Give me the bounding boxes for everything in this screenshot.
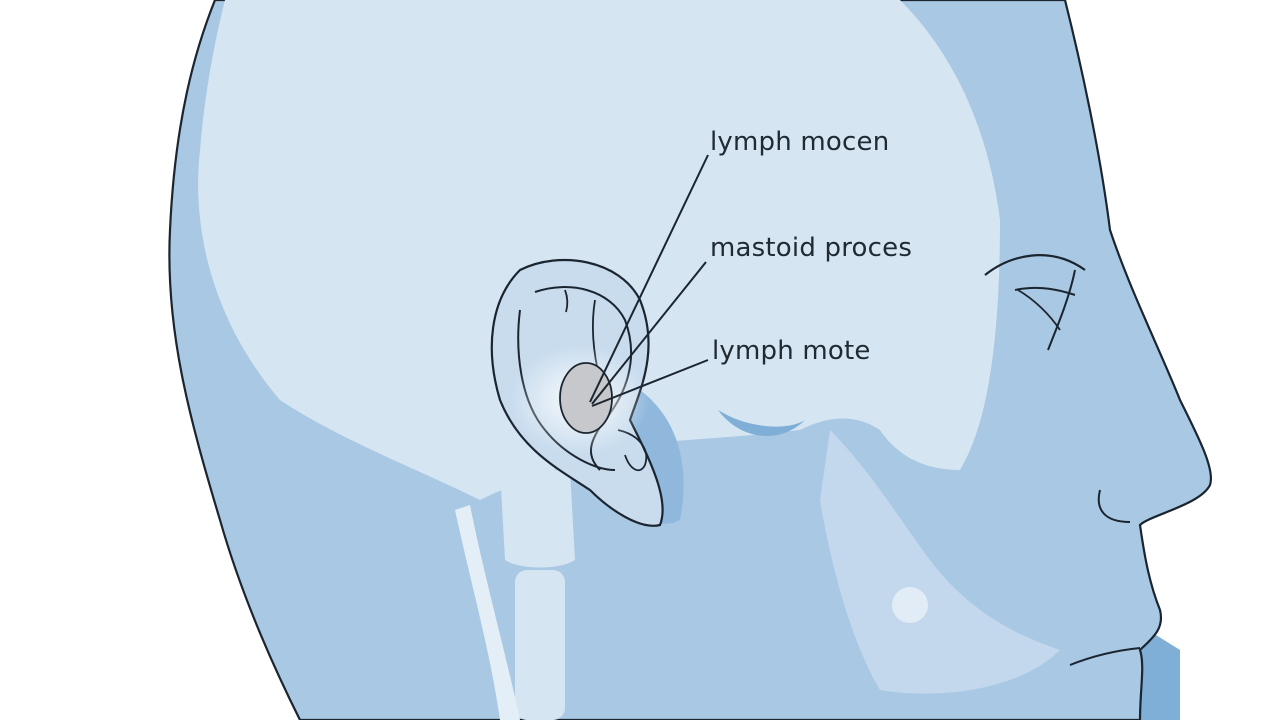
neck-strap — [455, 505, 520, 720]
eye-upper-lid — [984, 254, 1086, 276]
label-mastoid-proces: mastoid proces — [710, 233, 913, 263]
eye-lash — [1017, 289, 1061, 331]
ear-lobe-curve — [617, 429, 648, 472]
jaw-highlight — [820, 430, 1060, 694]
mouth-line — [1069, 647, 1141, 666]
cranium-highlight — [198, 0, 1001, 500]
label-lymph-mocen: lymph mocen — [710, 127, 890, 157]
neck-column-upper — [500, 470, 575, 568]
neck-column — [515, 570, 565, 720]
tooth-hint — [892, 587, 928, 623]
leader-line-1 — [589, 154, 709, 403]
leader-line-2 — [591, 261, 707, 405]
nostril — [1097, 489, 1131, 523]
label-lymph-mote: lymph mote — [712, 336, 871, 366]
leader-line-3 — [591, 359, 709, 407]
eye-lower-lid — [1014, 269, 1076, 351]
cheek-notch — [718, 410, 805, 437]
